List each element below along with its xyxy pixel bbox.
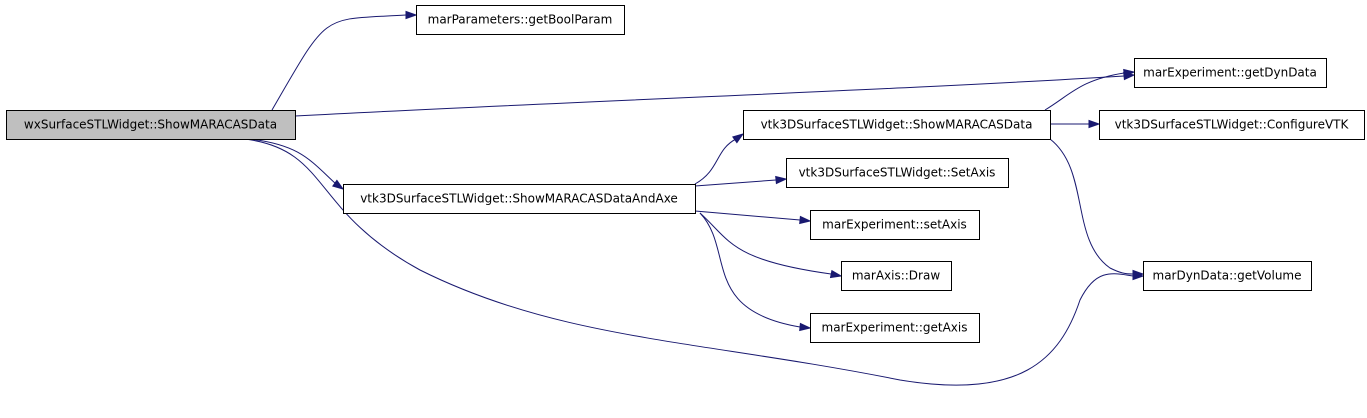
node-box[interactable] — [1099, 110, 1365, 140]
nodes-layer: wxSurfaceSTLWidget::ShowMARACASData marPa… — [6, 5, 1365, 343]
edge-showData-to-configureVTK — [1050, 119, 1101, 129]
node-box[interactable] — [841, 261, 952, 291]
node-configureVTK[interactable]: vtk3DSurfaceSTLWidget::ConfigureVTK — [1099, 110, 1365, 140]
arrowhead-icon — [332, 179, 345, 190]
node-getDynData[interactable]: marExperiment::getDynData — [1134, 58, 1327, 88]
node-label: marExperiment::getAxis — [822, 321, 968, 335]
edge-showDataAndAxe-to-setAxisE — [694, 210, 812, 225]
node-label: marParameters::getBoolParam — [428, 13, 613, 27]
arrowhead-icon — [799, 215, 812, 225]
node-getAxis[interactable]: marExperiment::getAxis — [810, 313, 980, 343]
edge-line — [1049, 138, 1134, 275]
edge-root-to-showDataAndAxe — [249, 138, 345, 190]
arrowhead-icon — [1132, 269, 1145, 279]
node-label: marAxis::Draw — [852, 269, 940, 283]
node-box[interactable] — [810, 313, 980, 343]
node-box[interactable] — [416, 5, 625, 35]
edge-showDataAndAxe-to-getAxis — [699, 212, 812, 332]
node-getBoolParam[interactable]: marParameters::getBoolParam — [416, 5, 625, 35]
edge-line — [694, 138, 737, 185]
edge-showData-to-getVolume — [1049, 138, 1145, 279]
node-box[interactable] — [6, 110, 296, 140]
edge-line — [694, 179, 777, 187]
arrowhead-icon — [1088, 119, 1101, 129]
edge-line — [271, 14, 407, 111]
edge-line — [1044, 72, 1125, 111]
arrowhead-icon — [1123, 68, 1136, 78]
node-box[interactable] — [343, 184, 696, 214]
edge-root-to-getBoolParam — [271, 10, 418, 111]
edge-root-to-getDynData — [294, 71, 1136, 117]
node-box[interactable] — [786, 158, 1009, 188]
edge-showDataAndAxe-to-showData — [694, 133, 745, 185]
edge-line — [249, 138, 337, 185]
arrowhead-icon — [732, 133, 745, 144]
edge-line — [694, 210, 801, 221]
node-label: vtk3DSurfaceSTLWidget::ConfigureVTK — [1115, 118, 1350, 132]
arrowhead-icon — [405, 10, 418, 20]
edge-line — [699, 212, 801, 328]
arrowhead-icon — [829, 269, 843, 279]
edge-showDataAndAxe-to-setAxisW — [694, 175, 788, 187]
edge-showDataAndAxe-to-draw — [699, 212, 843, 279]
edge-line — [699, 212, 832, 275]
node-box[interactable] — [743, 110, 1051, 140]
node-showData[interactable]: vtk3DSurfaceSTLWidget::ShowMARACASData — [743, 110, 1051, 140]
arrowhead-icon — [799, 322, 812, 332]
node-label: marExperiment::getDynData — [1143, 66, 1317, 80]
edge-line — [294, 75, 1125, 117]
node-showDataAndAxe[interactable]: vtk3DSurfaceSTLWidget::ShowMARACASDataAn… — [343, 184, 696, 214]
node-root[interactable]: wxSurfaceSTLWidget::ShowMARACASData — [6, 110, 296, 140]
node-label: marDynData::getVolume — [1153, 269, 1302, 283]
node-label: vtk3DSurfaceSTLWidget::ShowMARACASDataAn… — [360, 192, 678, 206]
edge-showData-to-getDynData — [1044, 68, 1136, 111]
node-label: wxSurfaceSTLWidget::ShowMARACASData — [24, 118, 277, 132]
node-box[interactable] — [1134, 58, 1327, 88]
node-label: vtk3DSurfaceSTLWidget::ShowMARACASData — [761, 118, 1033, 132]
node-setAxisE[interactable]: marExperiment::setAxis — [810, 210, 980, 240]
node-draw[interactable]: marAxis::Draw — [841, 261, 952, 291]
node-getVolume[interactable]: marDynData::getVolume — [1143, 261, 1312, 291]
arrowhead-icon — [775, 175, 788, 185]
edges-layer — [244, 10, 1145, 386]
node-label: marExperiment::setAxis — [822, 218, 967, 232]
node-setAxisW[interactable]: vtk3DSurfaceSTLWidget::SetAxis — [786, 158, 1009, 188]
node-box[interactable] — [810, 210, 980, 240]
node-box[interactable] — [1143, 261, 1312, 291]
node-label: vtk3DSurfaceSTLWidget::SetAxis — [799, 166, 996, 180]
